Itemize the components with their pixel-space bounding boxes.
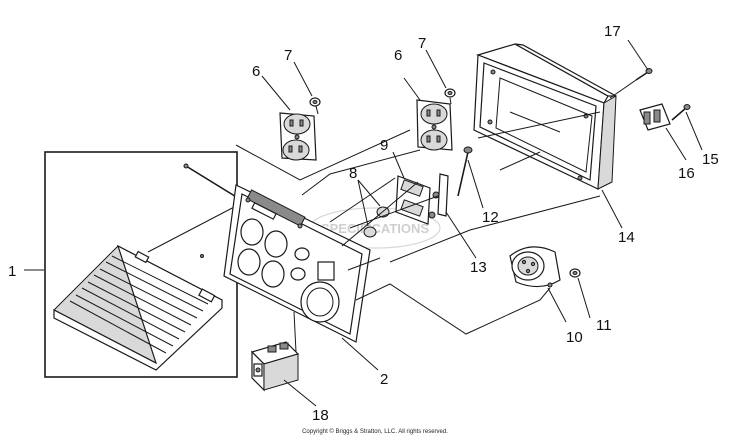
callout-7-right: 7 xyxy=(418,35,426,52)
callout-17: 17 xyxy=(604,23,621,40)
callout-1: 1 xyxy=(8,263,16,280)
part-1-cover-door xyxy=(44,151,239,378)
callout-13: 13 xyxy=(470,259,487,276)
part-12-screw xyxy=(457,146,473,197)
part-13-clamp-bar xyxy=(437,173,449,217)
part-2-front-panel xyxy=(223,184,371,343)
part-6-outlet-left xyxy=(279,112,317,161)
part-9-switch-assembly xyxy=(395,175,440,225)
part-11-nut xyxy=(569,268,581,278)
part-16-terminal-block xyxy=(639,103,671,131)
part-18-circuit-breaker xyxy=(250,341,300,392)
callout-18: 18 xyxy=(312,407,329,424)
callout-16: 16 xyxy=(678,165,695,182)
callout-8: 8 xyxy=(349,165,357,182)
callout-15: 15 xyxy=(702,151,719,168)
callout-leaders xyxy=(24,39,703,407)
callout-7-left: 7 xyxy=(284,47,292,64)
callout-6-right: 6 xyxy=(394,47,402,64)
callout-11: 11 xyxy=(596,317,612,334)
part-6-outlet-right xyxy=(416,99,453,151)
part-15-screw xyxy=(671,104,691,121)
callout-labels: 1 2 6 7 6 7 8 9 10 11 12 13 14 15 16 17 … xyxy=(8,23,719,424)
assembly-lines xyxy=(235,79,637,353)
part-7-nut-right xyxy=(444,88,456,98)
part-14-enclosure xyxy=(473,43,617,190)
part-17-screw xyxy=(635,68,653,81)
callout-6-left: 6 xyxy=(252,63,260,80)
copyright-notice: Copyright © Briggs & Stratton, LLC. All … xyxy=(302,429,448,435)
watermark-text: SPECIFICATIONS xyxy=(321,221,429,236)
callout-9: 9 xyxy=(380,137,388,154)
part-7-nut-left xyxy=(309,97,321,107)
callout-2: 2 xyxy=(380,371,388,388)
callout-14: 14 xyxy=(618,229,635,246)
callout-10: 10 xyxy=(566,329,583,346)
part-10-twist-lock-receptacle xyxy=(509,246,561,288)
callout-12: 12 xyxy=(482,209,499,226)
